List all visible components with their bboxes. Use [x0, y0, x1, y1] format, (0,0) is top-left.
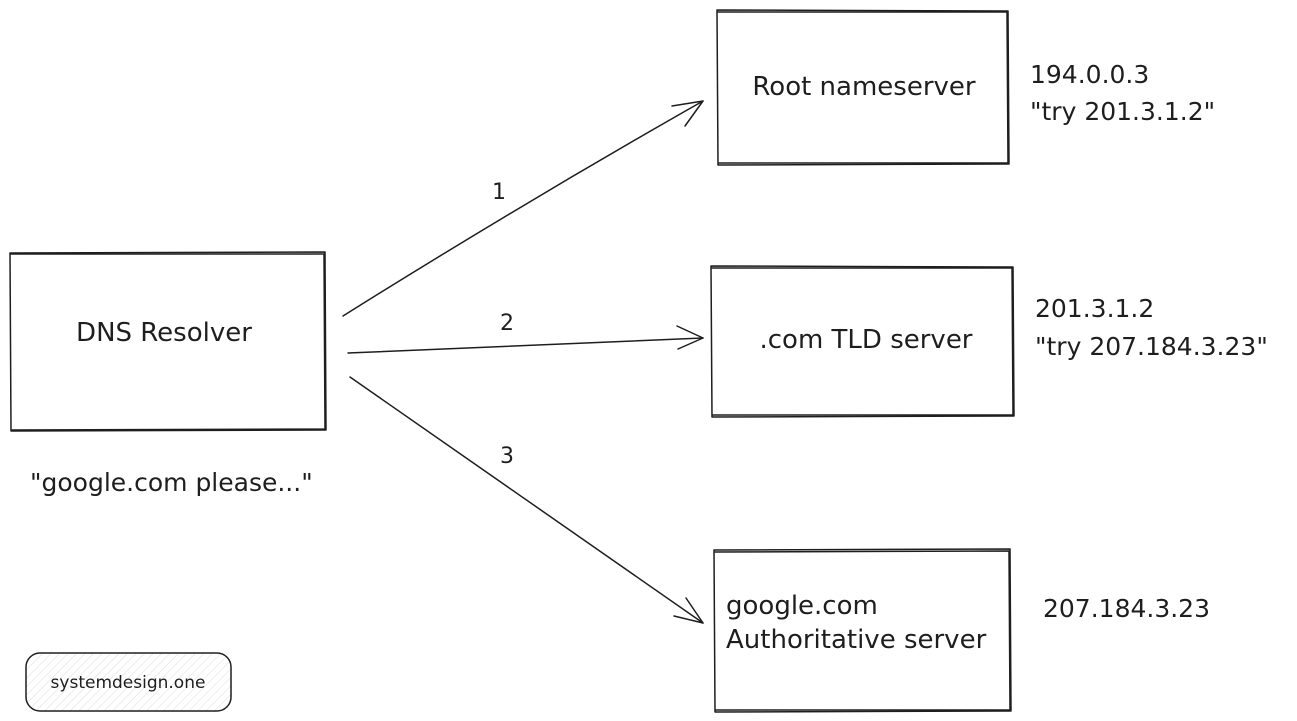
arrow-2-line	[347, 337, 704, 354]
authoritative-server-box-sketch	[714, 550, 1011, 711]
dns-resolver-node: DNS Resolver	[9, 251, 327, 432]
watermark-background	[25, 652, 232, 712]
root-nameserver-node: Root nameserver	[716, 9, 1010, 166]
resolver-query-text: "google.com please..."	[30, 468, 313, 497]
watermark-badge: systemdesign.one	[25, 652, 232, 712]
arrow-2-head	[676, 325, 704, 350]
authoritative-server-label-line1: google.com	[726, 591, 878, 621]
tld-server-box-sketch	[711, 267, 1014, 416]
root-nameserver-box-sketch	[717, 11, 1009, 164]
dns-resolver-box-sketch	[10, 253, 326, 431]
tld-server-ip: 201.3.1.2	[1035, 294, 1154, 323]
dns-resolver-box	[9, 251, 327, 432]
arrow-2-label: 2	[500, 311, 514, 336]
authoritative-server-label-line2: Authoritative server	[726, 625, 987, 655]
watermark-text: systemdesign.one	[51, 673, 206, 693]
arrow-3-line	[349, 376, 704, 624]
root-nameserver-reply: "try 201.3.1.2"	[1030, 97, 1215, 126]
arrow-1-line	[342, 100, 704, 317]
tld-server-box	[710, 265, 1015, 418]
arrow-1-head	[671, 100, 704, 127]
arrow-step-3: 3	[349, 376, 704, 624]
root-nameserver-label: Root nameserver	[752, 72, 976, 102]
tld-server-node: .com TLD server	[710, 265, 1015, 418]
root-nameserver-ip: 194.0.0.3	[1030, 60, 1149, 89]
authoritative-server-node: google.com Authoritative server	[713, 548, 1012, 713]
dns-resolver-label: DNS Resolver	[76, 318, 252, 348]
tld-server-label: .com TLD server	[759, 325, 972, 355]
arrow-step-2: 2	[347, 311, 704, 354]
authoritative-server-ip: 207.184.3.23	[1043, 594, 1210, 623]
tld-server-reply: "try 207.184.3.23"	[1035, 332, 1268, 361]
root-nameserver-box	[716, 9, 1010, 166]
arrow-1-label: 1	[492, 180, 506, 205]
arrow-step-1: 1	[342, 100, 704, 317]
arrow-3-head	[673, 597, 704, 624]
arrow-3-label: 3	[500, 444, 514, 469]
authoritative-server-box	[713, 548, 1012, 713]
